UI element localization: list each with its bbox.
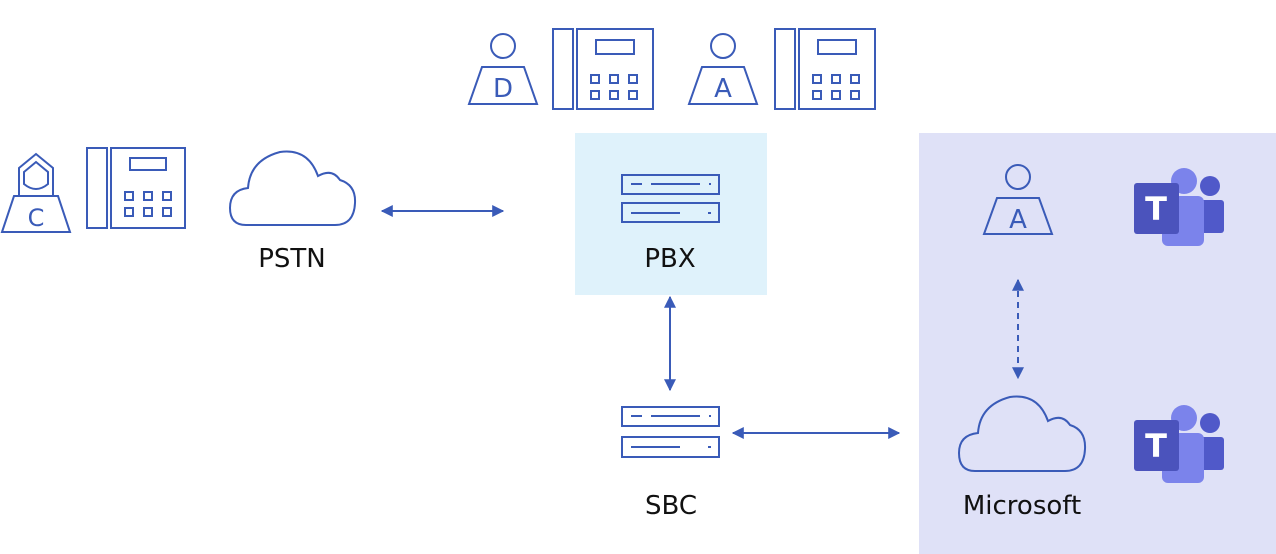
pbx-user-a-icon xyxy=(687,33,759,105)
pbx-user-d-letter: D xyxy=(493,74,513,104)
caller-phone-icon xyxy=(86,147,186,229)
microsoft-cloud-icon xyxy=(957,395,1087,472)
pbx-phone-d-icon xyxy=(552,28,654,110)
teams-user-a-icon xyxy=(982,164,1054,235)
sbc-label: SBC xyxy=(644,491,698,521)
pstn-cloud-icon xyxy=(228,150,357,226)
caller-person-icon xyxy=(0,152,72,233)
pbx-phone-a-icon xyxy=(774,28,876,110)
teams-logo-icon: T xyxy=(1134,405,1224,483)
teams-logo-icon: T xyxy=(1134,168,1224,246)
sbc-server-icon xyxy=(621,406,720,458)
teams-user-a-letter: A xyxy=(1009,205,1027,235)
pbx-label: PBX xyxy=(644,244,696,274)
microsoft-label: Microsoft xyxy=(962,491,1082,521)
pstn-label: PSTN xyxy=(258,244,326,274)
teams-logo-letter: T xyxy=(1145,190,1167,228)
pbx-server-icon xyxy=(621,174,720,223)
pbx-user-d-icon xyxy=(467,33,539,105)
teams-logo-letter: T xyxy=(1145,427,1167,465)
pbx-user-a-letter: A xyxy=(714,74,732,104)
caller-letter: C xyxy=(28,204,45,232)
